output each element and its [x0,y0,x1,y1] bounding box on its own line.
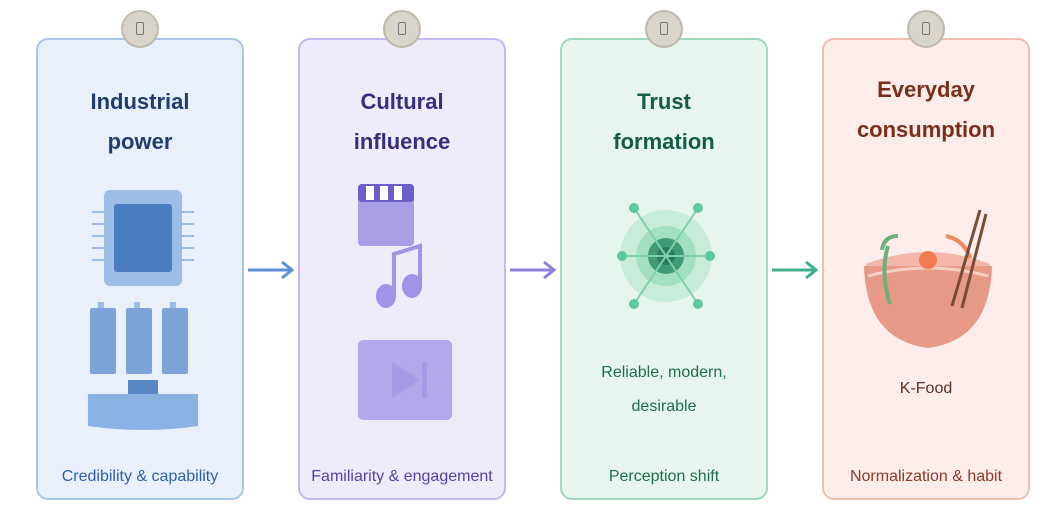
flow-arrow-3 [772,260,819,280]
stage-title: Everyday consumption [856,77,996,142]
stage-card-cultural-influence: Cultural influence Familiarity & engagem… [298,10,506,500]
pin-icon [907,10,945,48]
stage-card-everyday-consumption: Everyday consumption K-Food Normalizatio… [822,10,1030,500]
cultural-illustration [358,184,452,420]
stage-caption: Credibility & capability [61,468,219,485]
music-note-icon [376,243,422,308]
semiconductor-chip-icon [92,190,194,286]
food-bowl-icon [864,209,992,348]
flow-arrow-2 [510,260,557,280]
stage-title: Industrial power [90,89,190,154]
pin-icon [383,10,421,48]
stage-caption: Normalization & habit [849,468,1003,485]
battery-cells-icon [88,302,198,430]
stage-description: K-Food [899,380,953,397]
stage-description: Reliable, modern, desirable [601,364,727,415]
video-play-icon [358,340,452,420]
pin-icon [121,10,159,48]
stage-caption: Familiarity & engagement [311,468,493,485]
pin-icon [645,10,683,48]
stage-title: Cultural influence [353,89,451,154]
stage-title: Trust formation [613,89,715,154]
stage-card-trust-formation: Trust formation Reliable, modern, desira… [560,10,768,500]
network-trust-icon [617,203,715,309]
stage-card-industrial-power: Industrial power Credibilit [36,10,244,500]
film-clapper-icon [358,184,414,246]
industrial-illustration [88,190,198,430]
flow-arrow-1 [248,260,295,280]
stage-caption: Perception shift [608,468,720,485]
